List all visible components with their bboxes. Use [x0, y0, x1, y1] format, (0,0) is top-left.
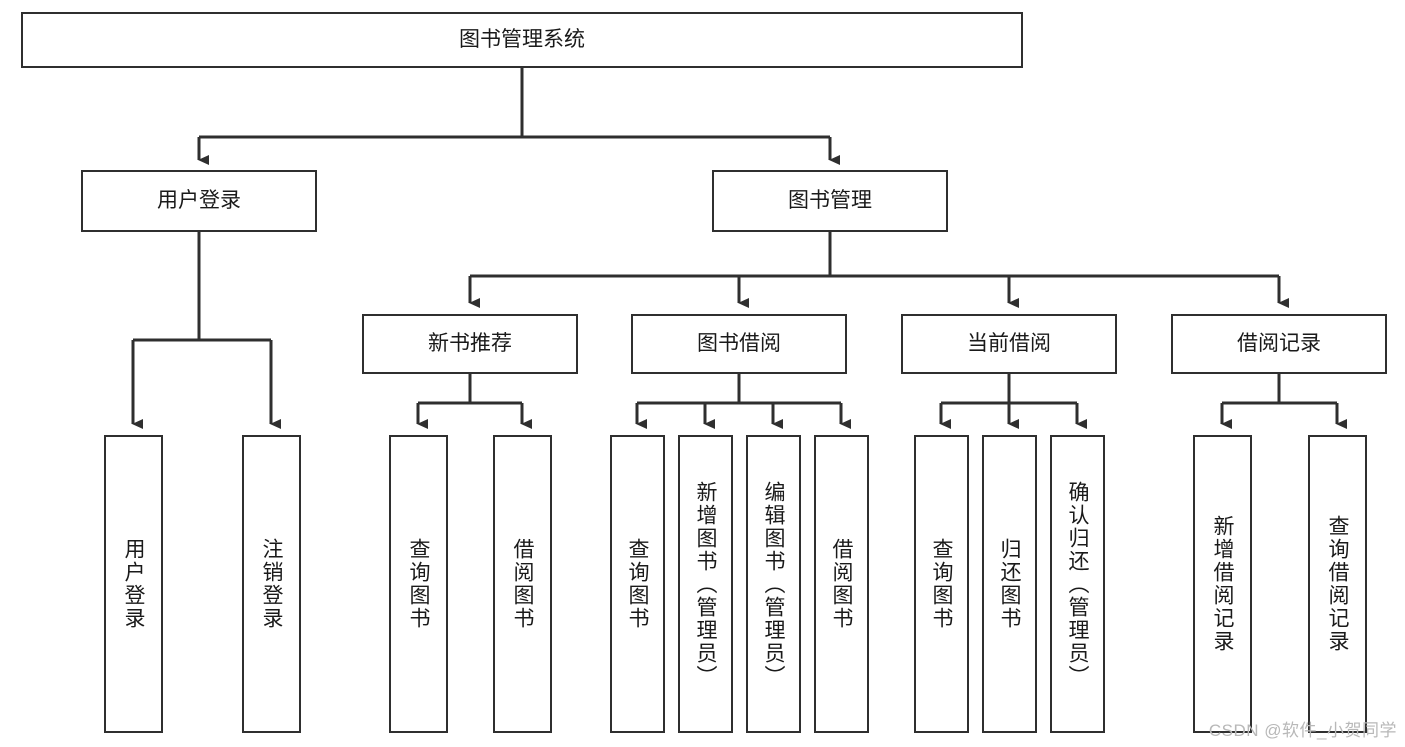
node-label: 图书借阅 — [697, 332, 781, 356]
node-label: 查询借阅记录 — [1326, 515, 1349, 653]
node-label: 新书推荐 — [428, 332, 512, 356]
node-label: 图书管理 — [788, 189, 872, 213]
node-label: 查询图书 — [626, 538, 649, 630]
leaf-query-book-borrow[interactable]: 查询图书 — [610, 435, 665, 733]
node-label: 确认归还（管理员） — [1066, 480, 1089, 688]
leaf-confirm-return-admin[interactable]: 确认归还（管理员） — [1050, 435, 1105, 733]
leaf-query-borrow-record[interactable]: 查询借阅记录 — [1308, 435, 1367, 733]
node-label: 新增图书（管理员） — [694, 480, 717, 688]
leaf-query-book-recommend[interactable]: 查询图书 — [389, 435, 448, 733]
node-new-book-recommend[interactable]: 新书推荐 — [362, 314, 578, 374]
node-label: 用户登录 — [157, 189, 241, 213]
node-label: 借阅图书 — [511, 538, 534, 630]
node-current-borrow[interactable]: 当前借阅 — [901, 314, 1117, 374]
node-borrow-records[interactable]: 借阅记录 — [1171, 314, 1387, 374]
watermark: CSDN @软件_小贺同学 — [1208, 721, 1397, 740]
leaf-add-borrow-record[interactable]: 新增借阅记录 — [1193, 435, 1252, 733]
node-label: 借阅记录 — [1237, 332, 1321, 356]
node-label: 编辑图书（管理员） — [762, 480, 785, 688]
node-label: 当前借阅 — [967, 332, 1051, 356]
node-label: 用户登录 — [122, 538, 145, 630]
node-book-management[interactable]: 图书管理 — [712, 170, 948, 232]
node-root-system[interactable]: 图书管理系统 — [21, 12, 1023, 68]
leaf-edit-book-admin[interactable]: 编辑图书（管理员） — [746, 435, 801, 733]
leaf-return-book[interactable]: 归还图书 — [982, 435, 1037, 733]
node-label: 查询图书 — [407, 538, 430, 630]
node-book-borrow[interactable]: 图书借阅 — [631, 314, 847, 374]
node-label: 新增借阅记录 — [1211, 515, 1234, 653]
node-label: 归还图书 — [998, 538, 1021, 630]
leaf-add-book-admin[interactable]: 新增图书（管理员） — [678, 435, 733, 733]
leaf-query-book-current[interactable]: 查询图书 — [914, 435, 969, 733]
leaf-borrow-book-recommend[interactable]: 借阅图书 — [493, 435, 552, 733]
node-label: 借阅图书 — [830, 538, 853, 630]
node-label: 查询图书 — [930, 538, 953, 630]
node-label: 注销登录 — [260, 538, 283, 630]
leaf-borrow-book[interactable]: 借阅图书 — [814, 435, 869, 733]
node-user-login[interactable]: 用户登录 — [81, 170, 317, 232]
leaf-logout[interactable]: 注销登录 — [242, 435, 301, 733]
node-label: 图书管理系统 — [459, 28, 585, 52]
leaf-user-login[interactable]: 用户登录 — [104, 435, 163, 733]
